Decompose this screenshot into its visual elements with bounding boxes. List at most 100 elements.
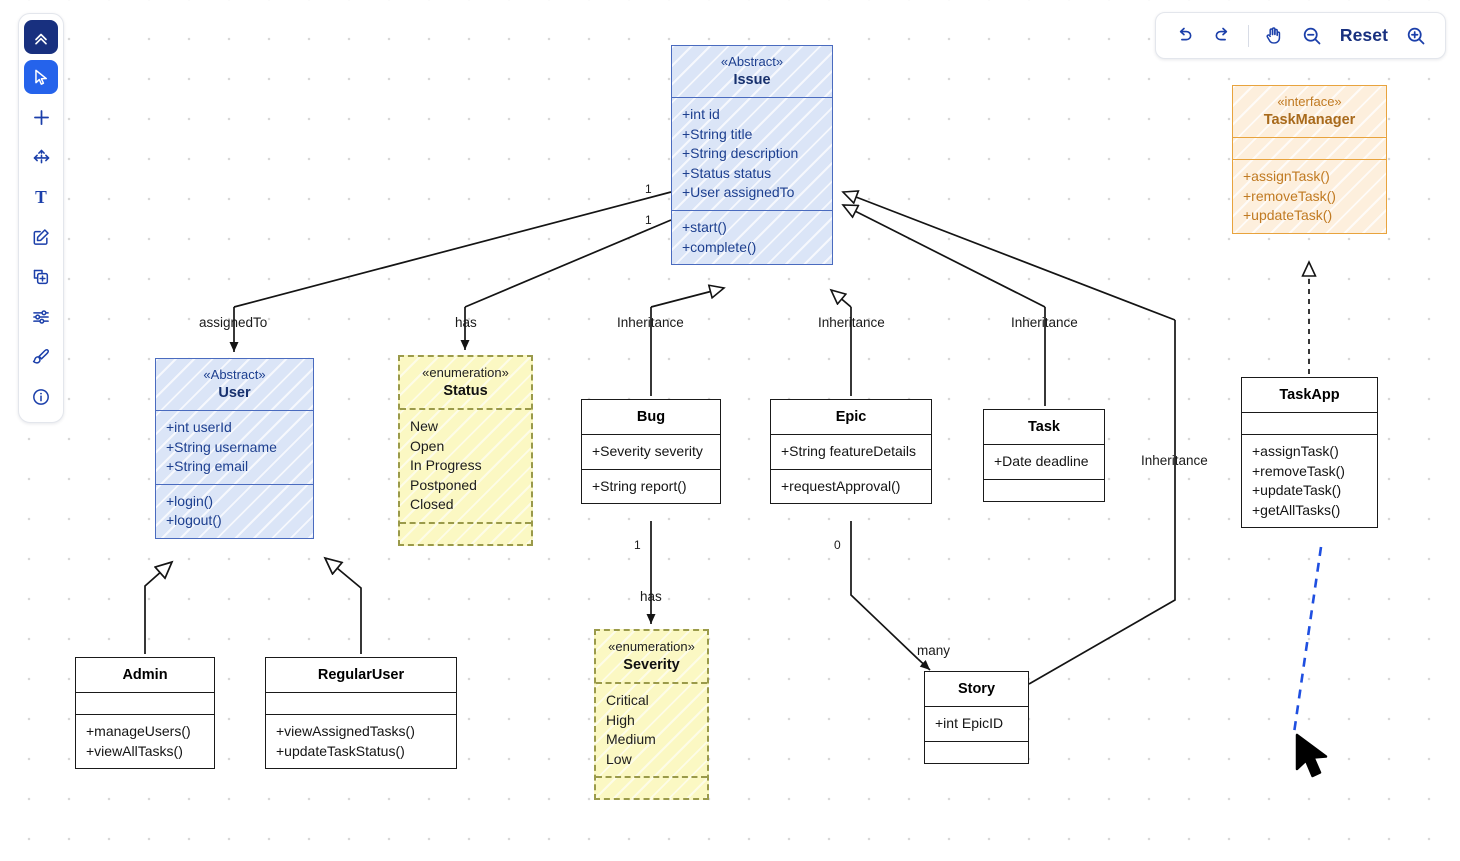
magnifier-minus-icon[interactable] (1295, 19, 1329, 53)
class-attributes-empty (1242, 412, 1377, 434)
class-attribute: Postponed (410, 476, 477, 493)
class-attribute: +String featureDetails (781, 443, 917, 459)
lbl-many-story[interactable]: many (917, 643, 951, 658)
class-name: Epic (835, 409, 867, 425)
class-attribute: +int id (682, 106, 720, 122)
class-attribute: Critical (606, 692, 649, 708)
class-methods-empty (984, 478, 1104, 501)
class-method: +removeTask() (1252, 462, 1345, 479)
class-method: +updateTaskStatus() (276, 742, 405, 759)
lbl-has-status[interactable]: has (455, 315, 477, 330)
lbl-inh-bug[interactable]: Inheritance (617, 315, 684, 330)
class-methods: +login()+logout() (156, 483, 313, 538)
uml-class-task[interactable]: Task+Date deadline (983, 409, 1105, 502)
class-name: Status (443, 383, 488, 399)
edge-epic-inheritance-head (831, 290, 852, 308)
settings-tool[interactable] (24, 300, 58, 334)
class-methods: +assignTask()+removeTask()+updateTask()+… (1242, 434, 1377, 527)
lbl-inh-story[interactable]: Inheritance (1141, 453, 1208, 468)
info-tool[interactable] (24, 380, 58, 414)
uml-class-admin[interactable]: Admin+manageUsers()+viewAllTasks() (75, 657, 215, 770)
class-attributes: +int EpicID (925, 706, 1028, 741)
class-method: +viewAssignedTasks() (276, 723, 415, 739)
left-tool-rail[interactable]: T (18, 13, 64, 423)
class-method: +viewAllTasks() (86, 742, 183, 759)
text-tool[interactable]: T (24, 180, 58, 214)
class-attribute: +int userId (166, 419, 232, 435)
lbl-assignedto[interactable]: assignedTo (199, 315, 268, 330)
class-method: +getAllTasks() (1252, 501, 1341, 518)
class-methods: +viewAssignedTasks() +updateTaskStatus() (266, 714, 456, 768)
move-tool[interactable] (24, 140, 58, 174)
class-methods: +start()+complete() (672, 209, 832, 264)
lbl-inh-epic[interactable]: Inheritance (818, 315, 885, 330)
edge-bug-inheritance-head (650, 288, 724, 308)
class-attribute: Closed (410, 496, 454, 513)
class-name: Task (1028, 419, 1060, 435)
class-attribute: +int EpicID (935, 715, 1004, 731)
class-method: +complete() (682, 238, 757, 255)
edge-epic-story-line (850, 521, 919, 660)
select-tool[interactable] (24, 60, 58, 94)
uml-class-regularuser[interactable]: RegularUser +viewAssignedTasks() +updateTa… (265, 657, 457, 770)
mult-assignedto[interactable]: 1 (645, 182, 652, 196)
duplicate-tool[interactable] (24, 260, 58, 294)
edge-issue-user-assignedto (233, 191, 672, 308)
class-header: Bug (582, 400, 720, 434)
hand-pan-icon[interactable] (1257, 19, 1291, 53)
lbl-inh-task[interactable]: Inheritance (1011, 315, 1078, 330)
mult-has-status[interactable]: 1 (645, 213, 652, 227)
class-name: RegularUser (317, 667, 405, 683)
collapse-toolbar-button[interactable] (24, 20, 58, 54)
class-attribute: +String username (166, 438, 277, 455)
uml-class-story[interactable]: Story +int EpicID (924, 671, 1029, 764)
lbl-has-severity[interactable]: has (640, 589, 662, 604)
undo-arrow-icon[interactable] (1168, 19, 1202, 53)
redo-arrow-icon[interactable] (1206, 19, 1240, 53)
class-attribute: New (410, 418, 439, 434)
class-stereotype: «interface» (1277, 94, 1342, 109)
mult-bug-severity[interactable]: 1 (634, 538, 641, 552)
class-methods-empty (400, 521, 531, 544)
edge-admin-inheritance (144, 562, 172, 654)
class-header: Task (984, 410, 1104, 444)
class-header: Epic (771, 400, 931, 434)
class-attribute: Low (606, 750, 632, 767)
class-stereotype: «Abstract» (203, 367, 266, 382)
edit-tool[interactable] (24, 220, 58, 254)
class-attributes-empty (76, 692, 214, 714)
class-attributes-empty (1233, 137, 1386, 159)
paint-tool[interactable] (24, 340, 58, 374)
uml-class-epic[interactable]: Epic+String featureDetails+requestApprov… (770, 399, 932, 505)
uml-class-taskmanager[interactable]: «interface»TaskManager+assignTask()+remo… (1232, 85, 1387, 234)
magnifier-plus-icon[interactable] (1399, 19, 1433, 53)
add-node-tool[interactable] (24, 100, 58, 134)
class-name: TaskManager (1263, 112, 1356, 128)
class-methods: +manageUsers()+viewAllTasks() (76, 714, 214, 768)
reset-view-button[interactable]: Reset (1333, 25, 1395, 46)
uml-class-issue[interactable]: «Abstract»Issue+int id+String title+Stri… (671, 45, 833, 266)
class-header: TaskApp (1242, 378, 1377, 412)
class-header: «Abstract»Issue (672, 46, 832, 97)
class-attribute: +String email (166, 458, 249, 475)
class-name: User (218, 385, 251, 401)
class-header: RegularUser (266, 658, 456, 692)
mult-epic-story[interactable]: 0 (834, 538, 841, 552)
class-name: Severity (623, 657, 680, 673)
class-method: +String report() (592, 477, 687, 494)
uml-class-taskapp[interactable]: TaskApp+assignTask()+removeTask()+update… (1241, 377, 1378, 529)
uml-class-user[interactable]: «Abstract» User +int userId +String usernam… (155, 358, 314, 539)
edge-epic-story-arrow (917, 658, 931, 671)
class-attribute: High (606, 711, 635, 728)
canvas-control-bar[interactable]: Reset (1154, 12, 1446, 59)
class-attributes: +String featureDetails (771, 434, 931, 469)
uml-class-bug[interactable]: Bug+Severity severity+String report() (581, 399, 721, 505)
edge-regularuser-inheritance (325, 558, 362, 654)
class-method: +updateTask() (1252, 482, 1342, 499)
class-method: +logout() (166, 512, 222, 529)
class-name: Story (957, 681, 996, 697)
class-name: TaskApp (1279, 387, 1340, 403)
